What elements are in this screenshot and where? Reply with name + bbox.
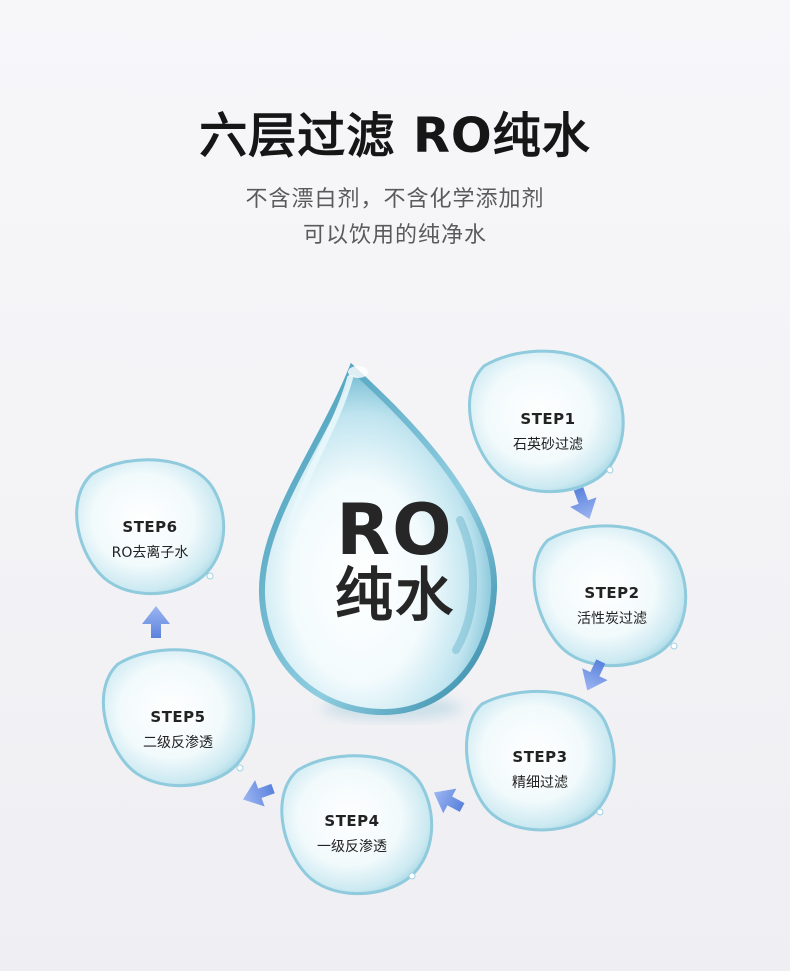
step1-label: 石英砂过滤 bbox=[513, 437, 583, 453]
step2-bubble: STEP2 活性炭过滤 bbox=[548, 542, 676, 670]
bubble-step6-icon bbox=[75, 458, 226, 596]
step1-bubble: STEP1 石英砂过滤 bbox=[484, 368, 612, 496]
step6-label: RO去离子水 bbox=[111, 545, 189, 561]
step5-number: STEP5 bbox=[150, 708, 206, 726]
arrow-step2-to-step3-icon bbox=[582, 659, 608, 691]
step3-bubble: STEP3 精细过滤 bbox=[476, 706, 604, 834]
step1-number: STEP1 bbox=[520, 410, 576, 428]
drop-label-pure-water: 纯水 bbox=[334, 561, 455, 629]
bubble-step3-icon bbox=[465, 689, 616, 832]
subtitle-line1: 不含漂白剂，不含化学添加剂 bbox=[245, 187, 545, 212]
drop-label-ro: RO bbox=[336, 489, 454, 571]
arrow-step3-to-step4-icon bbox=[433, 788, 465, 814]
page-title: 六层过滤 RO纯水 bbox=[199, 108, 591, 164]
arrow-step1-to-step2-icon bbox=[570, 487, 597, 520]
step4-label: 一级反渗透 bbox=[317, 839, 387, 855]
step6-number: STEP6 bbox=[122, 518, 178, 536]
step6-bubble: STEP6 RO去离子水 bbox=[86, 476, 214, 604]
bubble-step1-icon bbox=[468, 349, 625, 494]
step2-number: STEP2 bbox=[584, 584, 640, 602]
step4-number: STEP4 bbox=[324, 812, 380, 830]
arrow-step5-to-step6-icon bbox=[142, 606, 170, 638]
water-drop-icon bbox=[258, 362, 498, 716]
step4-bubble: STEP4 一级反渗透 bbox=[288, 770, 416, 898]
bubble-step5-icon bbox=[101, 648, 256, 788]
bubble-step2-icon bbox=[532, 524, 688, 668]
subtitle-line2: 可以饮用的纯净水 bbox=[302, 223, 487, 248]
step3-number: STEP3 bbox=[512, 748, 568, 766]
step2-label: 活性炭过滤 bbox=[577, 611, 647, 627]
step5-bubble: STEP5 二级反渗透 bbox=[114, 666, 242, 794]
step5-label: 二级反渗透 bbox=[143, 735, 213, 751]
arrow-step4-to-step5-icon bbox=[242, 780, 275, 807]
step3-label: 精细过滤 bbox=[512, 775, 568, 791]
bubble-step4-icon bbox=[280, 754, 434, 896]
